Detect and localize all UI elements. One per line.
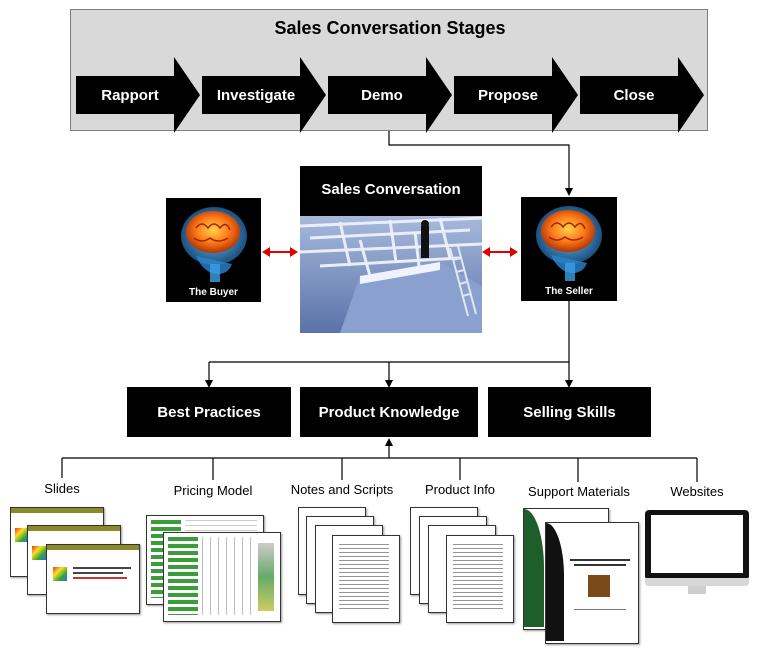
stage-investigate: Investigate [202,57,326,133]
resource-label-notes-scripts: Notes and Scripts [290,482,394,497]
stage-label: Close [613,86,655,104]
pillar-best-practices: Best Practices [127,387,291,437]
buyer-label: The Buyer [189,287,238,298]
stage-label: Demo [361,86,403,104]
stages-panel: Sales Conversation Stages Rapport Invest… [70,9,708,133]
sales-conversation-title: Sales Conversation [321,181,461,198]
seller-label: The Seller [545,286,593,297]
resource-label-pricing-model: Pricing Model [173,483,253,498]
resource-label-product-info: Product Info [424,482,496,497]
buyer-image: The Buyer [166,198,261,302]
stage-label: Investigate [216,86,296,104]
stage-label: Propose [477,86,538,104]
brain-skull-icon [181,207,247,282]
seller-conversation-arrow [482,247,518,257]
pillar-product-knowledge: Product Knowledge [300,387,478,437]
stage-rapport: Rapport [76,57,200,133]
stage-propose: Propose [454,57,578,133]
sales-conversation-image: Sales Conversation [300,166,482,333]
resource-label-slides: Slides [44,481,80,496]
resource-label-support-materials: Support Materials [528,484,630,499]
stages-title: Sales Conversation Stages [274,18,506,38]
stage-label: Rapport [101,86,159,104]
pillar-selling-skills: Selling Skills [488,387,651,437]
resource-label-websites: Websites [670,484,724,499]
stage-close: Close [580,57,704,133]
seller-image: The Seller [521,197,617,301]
stage-demo: Demo [328,57,452,133]
brain-skull-icon [536,206,602,281]
buyer-conversation-arrow [262,247,298,257]
